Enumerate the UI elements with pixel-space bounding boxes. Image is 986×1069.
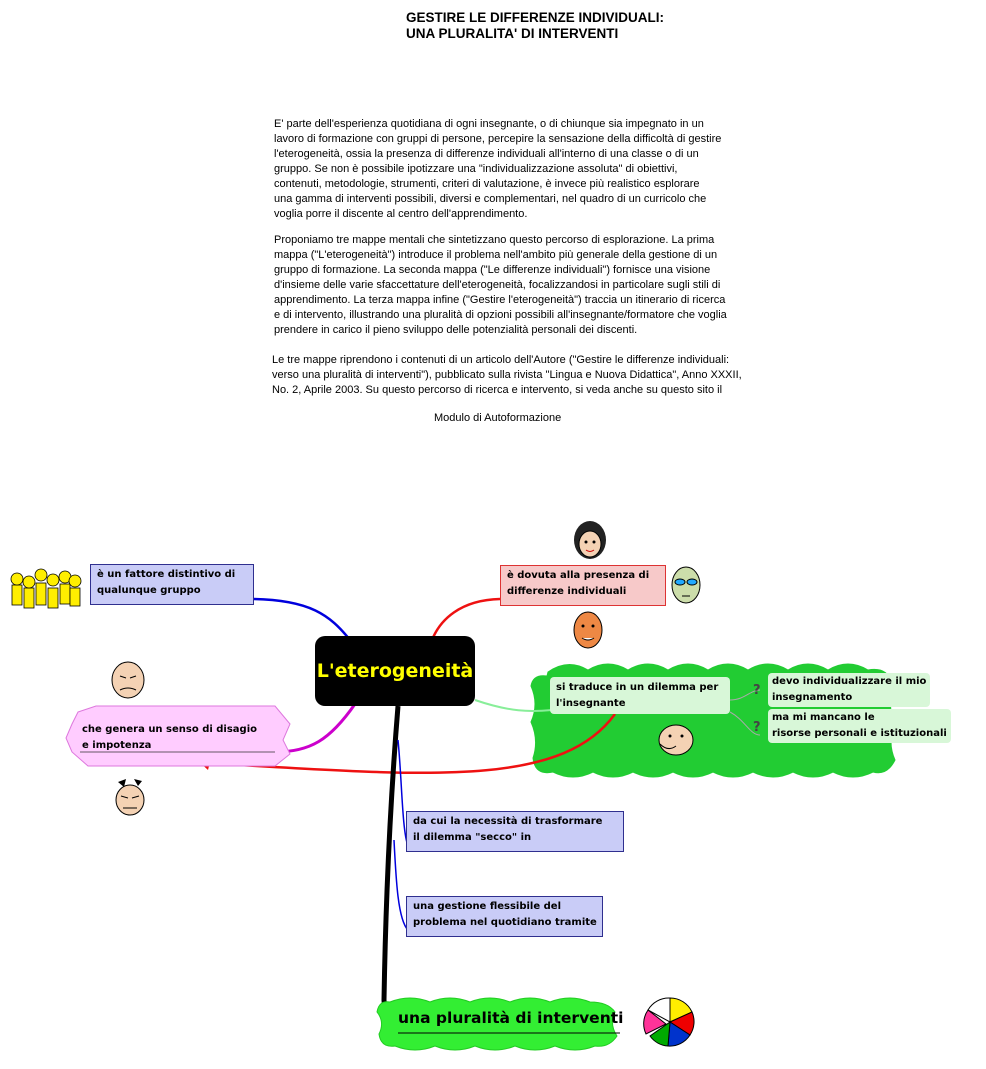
connector-dilemma	[474, 699, 553, 712]
node-resources[interactable]: ma mi mancano le risorse personali e ist…	[768, 709, 951, 743]
woman-face-icon	[574, 521, 606, 559]
connector-sub2	[729, 711, 761, 736]
text-line: contenuti, metodologie, strumenti, crite…	[274, 178, 700, 190]
confused-face-icon	[658, 724, 694, 756]
sad-face-icon	[111, 661, 145, 699]
node-text: devo individualizzare il mio	[772, 676, 927, 687]
node-text: risorse personali e istituzionali	[772, 728, 947, 739]
node-text: il dilemma "secco" in	[413, 832, 532, 843]
text-line: l'eterogeneità, ossia la presenza di dif…	[274, 148, 699, 160]
text-line: E' parte dell'esperienza quotidiana di o…	[274, 118, 704, 130]
modulo-link[interactable]: Modulo di Autoformazione	[434, 412, 562, 424]
node-text: da cui la necessità di trasformare	[413, 816, 603, 827]
connector-sub1	[729, 689, 761, 701]
node-text: differenze individuali	[507, 586, 627, 597]
node-dilemma[interactable]: si traduce in un dilemma per l'insegnant…	[550, 677, 730, 714]
connector-differences	[430, 597, 501, 641]
angry-face-icon	[115, 779, 145, 816]
node-text: si traduce in un dilemma per	[556, 682, 719, 693]
connector-feedback	[204, 713, 617, 775]
text-line: lavoro di formazione con gruppi di perso…	[274, 133, 722, 145]
question-icon: ?	[753, 683, 761, 698]
node-text: che genera un senso di disagio	[82, 724, 257, 735]
node-text: problema nel quotidiano tramite	[413, 917, 597, 928]
connector-flexible	[393, 839, 409, 931]
text-line: una gamma di interventi possibili, diver…	[274, 193, 707, 205]
text-line: voglia porre il discente al centro dell'…	[274, 208, 528, 220]
text-line: Proponiamo tre mappe mentali che sinteti…	[274, 234, 715, 246]
node-text: una gestione flessibile del	[413, 901, 561, 912]
text-line: Le tre mappe riprendono i contenuti di u…	[272, 354, 730, 366]
node-text: l'insegnante	[556, 698, 626, 709]
node-transform[interactable]: da cui la necessità di trasformare il di…	[406, 811, 624, 852]
title-line-1: GESTIRE LE DIFFERENZE INDIVIDUALI:	[406, 10, 665, 25]
node-text: qualunque gruppo	[97, 585, 201, 596]
title-line-2: UNA PLURALITA' DI INTERVENTI	[406, 26, 619, 41]
crowd-icon	[10, 568, 82, 609]
node-individualize[interactable]: devo individualizzare il mio insegnament…	[768, 673, 930, 707]
text-line: e di intervento, illustrando una plurali…	[274, 309, 727, 321]
intro-paragraph: E' parte dell'esperienza quotidiana di o…	[274, 117, 721, 222]
node-flexible[interactable]: una gestione flessibile del problema nel…	[406, 896, 603, 937]
node-text: insegnamento	[772, 692, 853, 703]
text-line: apprendimento. La terza mappa infine ("G…	[274, 294, 726, 306]
central-topic[interactable]: L'eterogeneità	[315, 636, 475, 706]
pie-chart-icon	[643, 997, 695, 1047]
node-text: e impotenza	[82, 740, 152, 751]
node-discomfort[interactable]: che genera un senso di disagio e impoten…	[82, 722, 257, 754]
page-title: GESTIRE LE DIFFERENZE INDIVIDUALI: UNA P…	[406, 10, 664, 42]
text-line: No. 2, Aprile 2003. Su questo percorso d…	[272, 384, 723, 396]
source-paragraph: Le tre mappe riprendono i contenuti di u…	[272, 353, 742, 398]
connector-group	[252, 597, 351, 641]
text-line: gruppo. Se non è possibile ipotizzare un…	[274, 163, 678, 175]
node-plurality[interactable]: una pluralità di interventi	[398, 1009, 624, 1027]
node-group[interactable]: è un fattore distintivo di qualunque gru…	[90, 564, 254, 605]
text-line: prendere in carico il pieno sviluppo del…	[274, 324, 638, 336]
maps-paragraph: Proponiamo tre mappe mentali che sinteti…	[274, 233, 727, 338]
text-line: gruppo di formazione. La seconda mappa (…	[274, 264, 711, 276]
text-line: d'insieme delle varie sfaccettature dell…	[274, 279, 721, 291]
pink-cloud-shape	[65, 705, 291, 767]
alien-face-icon	[671, 566, 701, 604]
man-face-icon	[573, 611, 603, 649]
text-line: mappa ("L'eterogeneità") introduce il pr…	[274, 249, 718, 261]
node-text: ma mi mancano le	[772, 712, 875, 723]
question-icon: ?	[753, 720, 761, 735]
node-text: è dovuta alla presenza di	[507, 570, 650, 581]
plurality-cloud-shape	[376, 997, 618, 1051]
node-differences[interactable]: è dovuta alla presenza di differenze ind…	[500, 565, 666, 606]
node-text: è un fattore distintivo di	[97, 569, 236, 580]
text-line: verso una pluralità di interventi"), pub…	[272, 369, 742, 381]
